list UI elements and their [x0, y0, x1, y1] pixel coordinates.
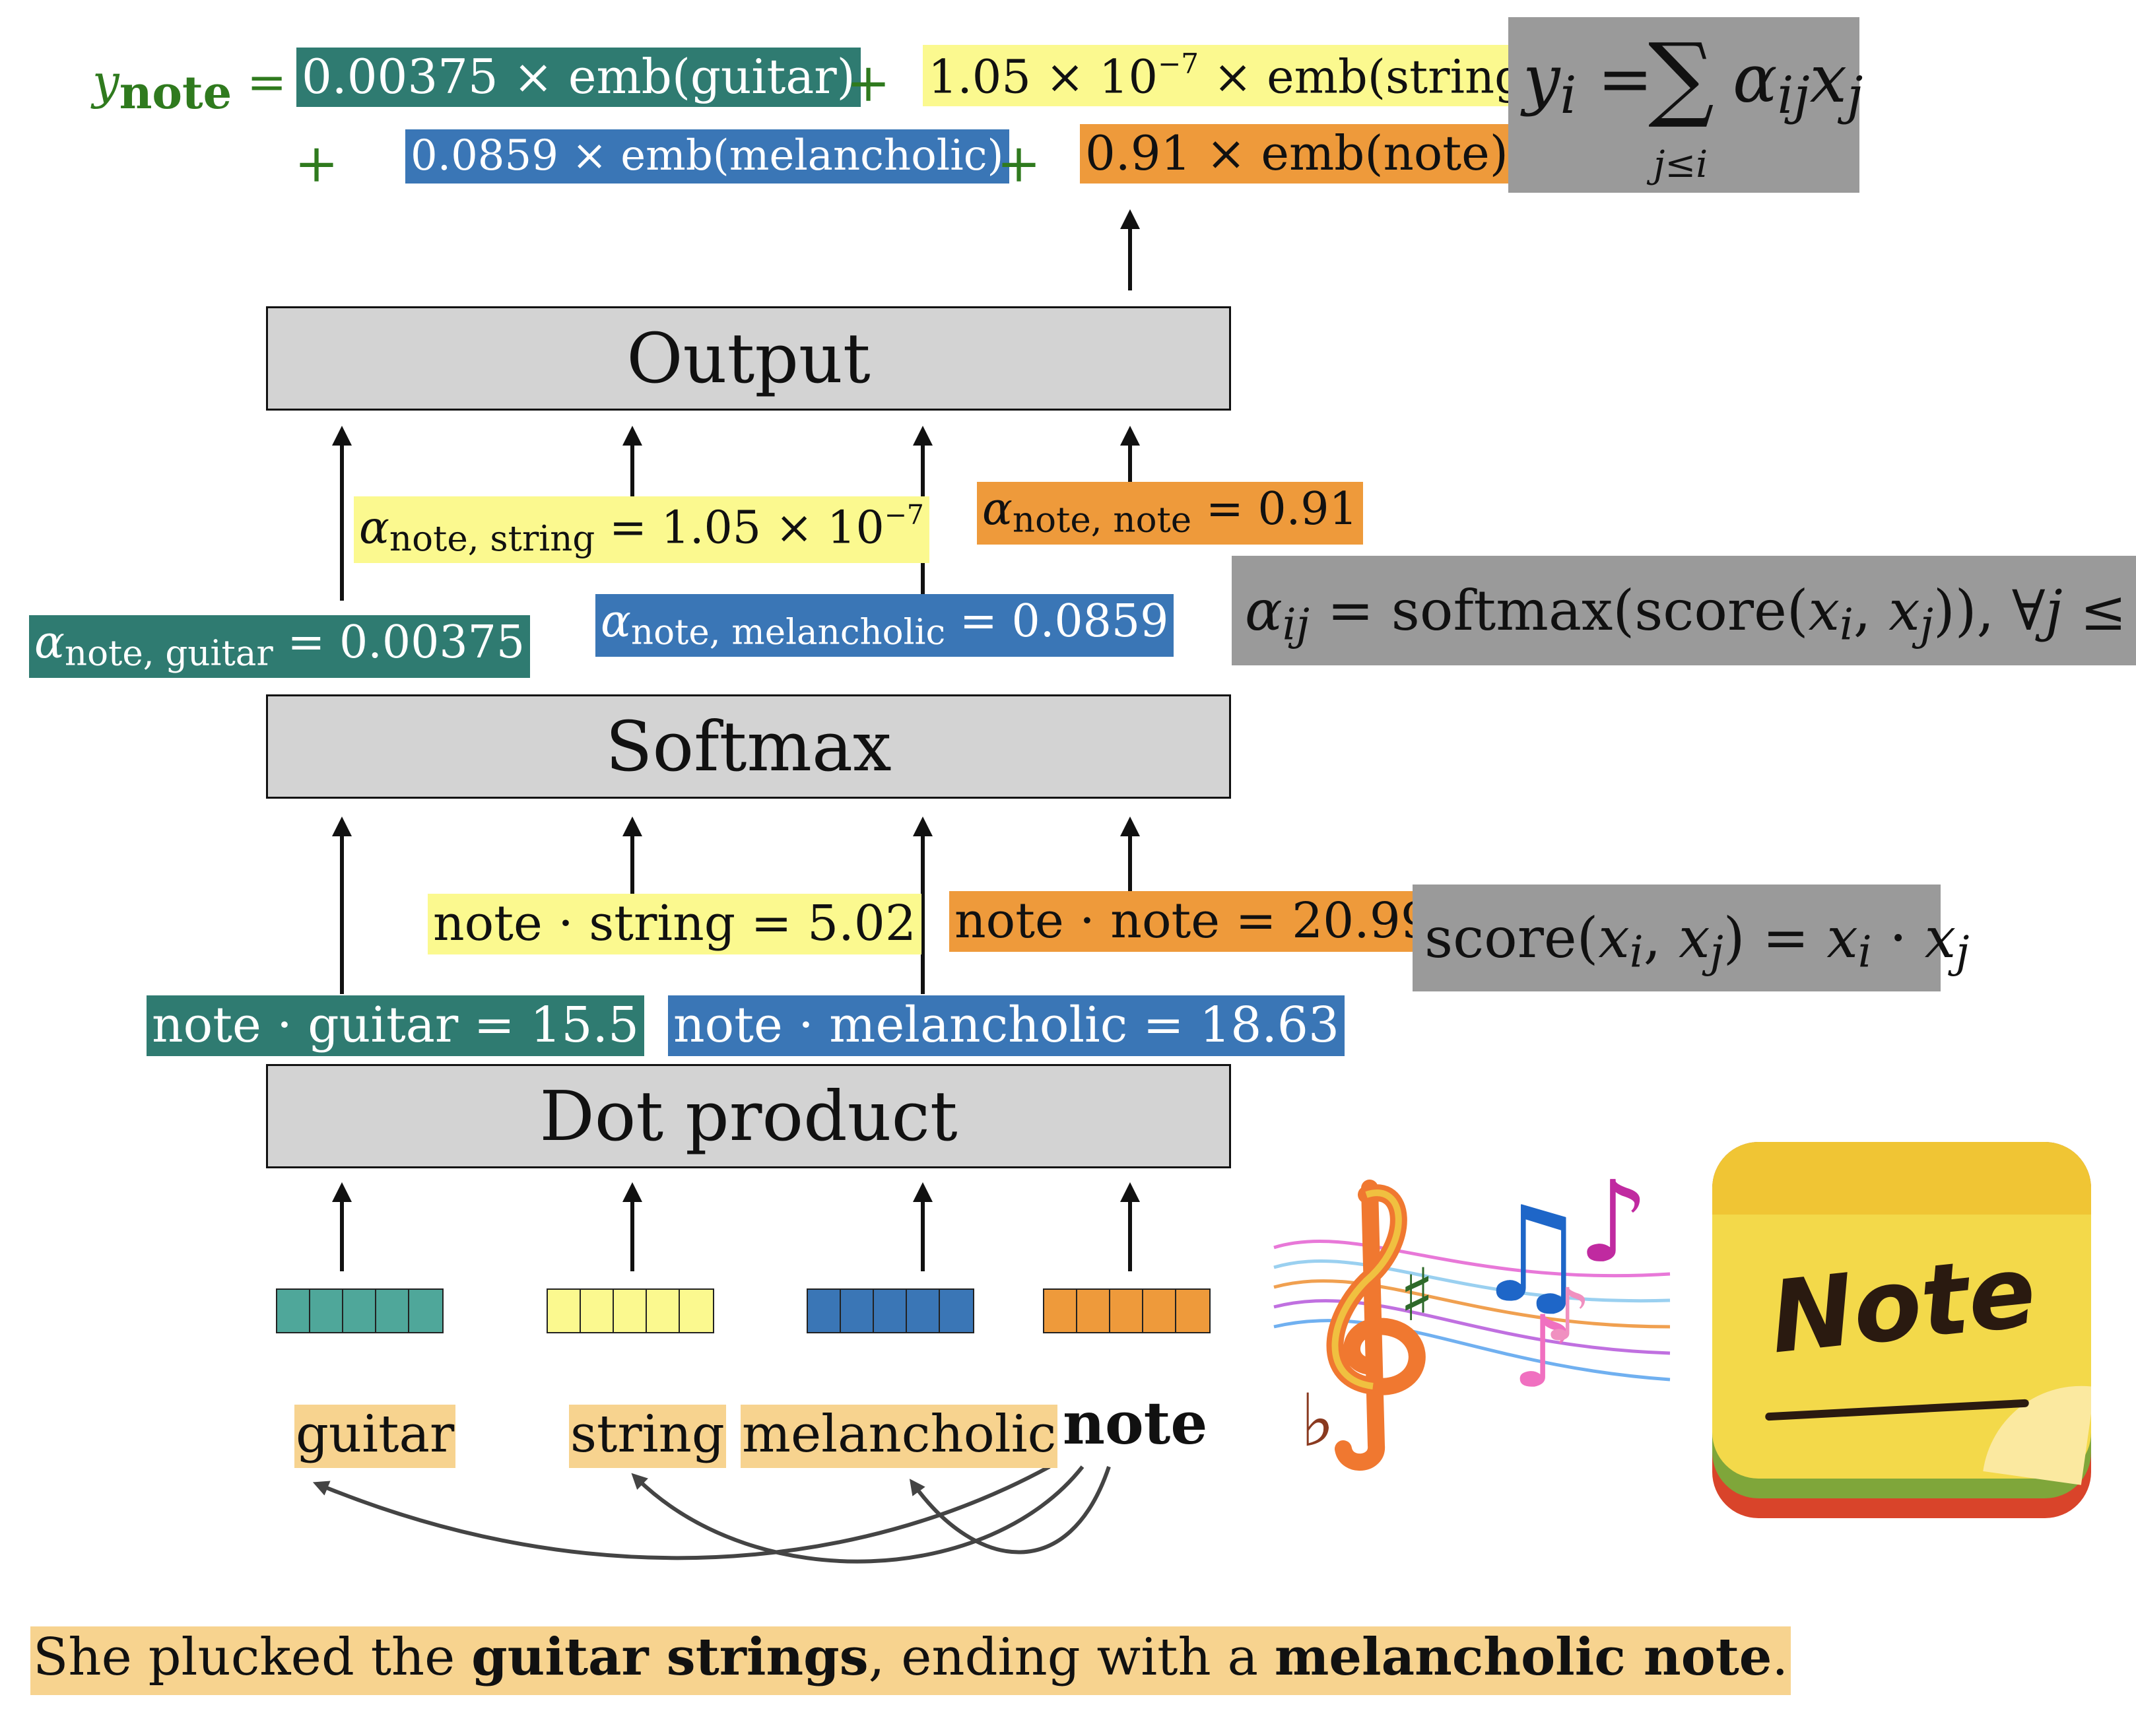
flat-icon: ♭ [1300, 1378, 1335, 1463]
dot-product-box: Dot product [266, 1064, 1231, 1168]
score-note-guitar: note · guitar = 15.5 [147, 995, 645, 1056]
term-guitar: 0.00375 × emb(guitar) [296, 48, 861, 107]
example-sentence: She plucked the guitar strings, ending w… [30, 1626, 1791, 1695]
sum-symbol: ∑ [1648, 24, 1714, 131]
eighth-note-icon: ♪ [1512, 1295, 1575, 1410]
sticky-note-icon: Note [1712, 1142, 2091, 1518]
alpha-note-note: αnote, note = 0.91 [977, 482, 1363, 545]
embedding-vector-string [547, 1288, 714, 1333]
output-box: Output [266, 306, 1231, 411]
sharp-icon: ♯ [1399, 1253, 1434, 1337]
alpha-note-string: αnote, string = 1.05 × 10−7 [354, 496, 929, 564]
token-guitar: guitar [294, 1405, 456, 1468]
attention-arrow-guitar [312, 1465, 1051, 1560]
alpha-note-melancholic: αnote, melancholic = 0.0859 [595, 594, 1174, 657]
term-string: 1.05 × 10−7 × emb(string) [923, 45, 1548, 107]
token-melancholic: melancholic [741, 1405, 1058, 1468]
eighth-note-icon: ♪ [1545, 1273, 1591, 1357]
score-note-note: note · note = 20.99 [949, 891, 1437, 952]
attention-arrow-melancholic [909, 1466, 1111, 1554]
plus-sign: + [846, 52, 891, 114]
term-melancholic: 0.0859 × emb(melancholic) [405, 129, 1009, 184]
token-note: note [1063, 1389, 1208, 1457]
score-note-melancholic: note · melancholic = 18.63 [668, 995, 1345, 1056]
eighth-note-icon: ♪ [1578, 1168, 1650, 1288]
term-note: 0.91 × emb(note) [1080, 124, 1514, 184]
embedding-vector-melancholic [807, 1288, 974, 1333]
alpha-note-guitar: αnote, guitar = 0.00375 [29, 615, 531, 678]
music-notes-icon: ♭ ♯ ♫ ♪ ♪ ♪ [1273, 1168, 1671, 1471]
embedding-vector-guitar [276, 1288, 444, 1333]
score-note-string: note · string = 5.02 [428, 894, 921, 954]
softmax-box: Softmax [266, 694, 1231, 799]
beamed-note-icon: ♫ [1472, 1178, 1590, 1332]
token-string: string [569, 1405, 726, 1468]
output-formula: yi = ∑ j≤i αijxj [1508, 17, 1863, 193]
attention-arrow-string [631, 1465, 1085, 1564]
plus-sign: + [997, 133, 1042, 194]
y-note-label: ynote = [92, 54, 287, 120]
score-formula: score(xi, xj) = xi · xj [1413, 885, 1969, 991]
plus-sign: + [294, 133, 339, 194]
embedding-vector-note [1043, 1288, 1211, 1333]
softmax-formula: αij = softmax(score(xi, xj)), ∀j ≤ i [1232, 556, 2136, 665]
